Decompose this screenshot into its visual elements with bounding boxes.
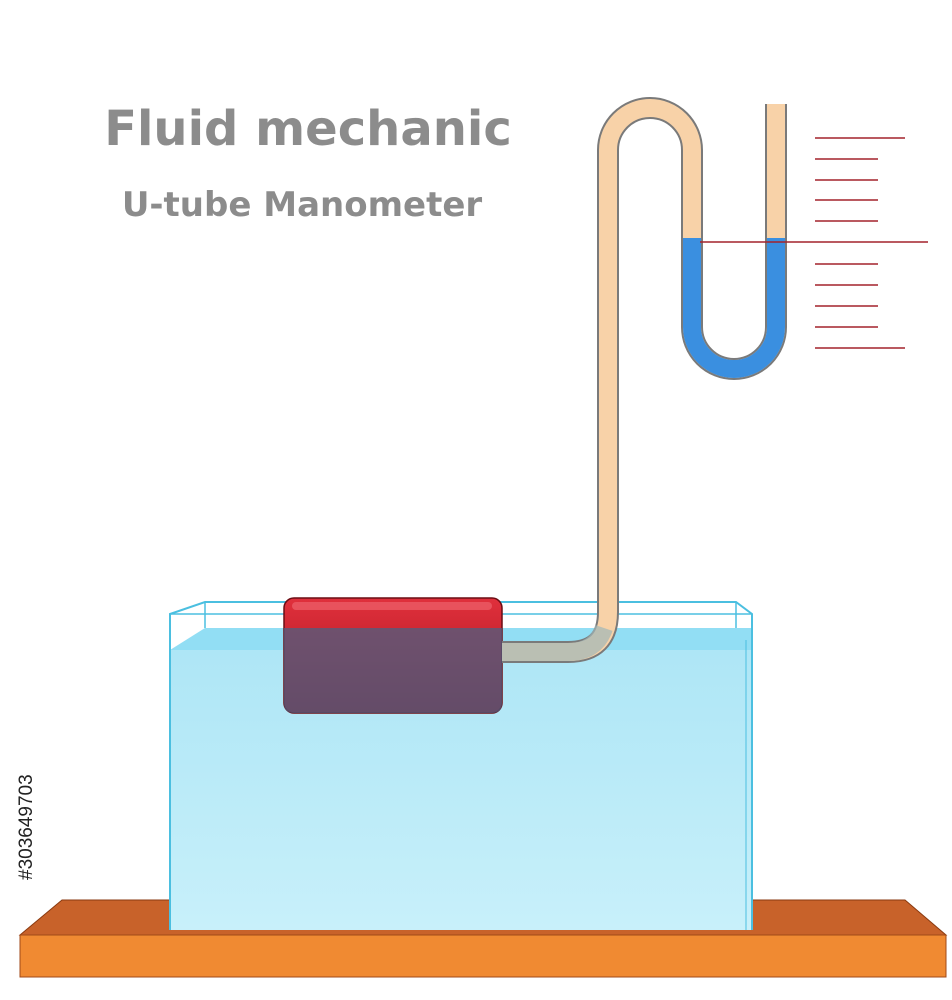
stock-id-label: #303649703 — [16, 774, 37, 880]
diagram-subtitle: U-tube Manometer — [122, 185, 483, 225]
measurement-scale — [700, 137, 928, 349]
diagram-title: Fluid mechanic — [104, 101, 512, 157]
manometer-tube — [502, 97, 787, 663]
submerged-object — [283, 597, 503, 714]
